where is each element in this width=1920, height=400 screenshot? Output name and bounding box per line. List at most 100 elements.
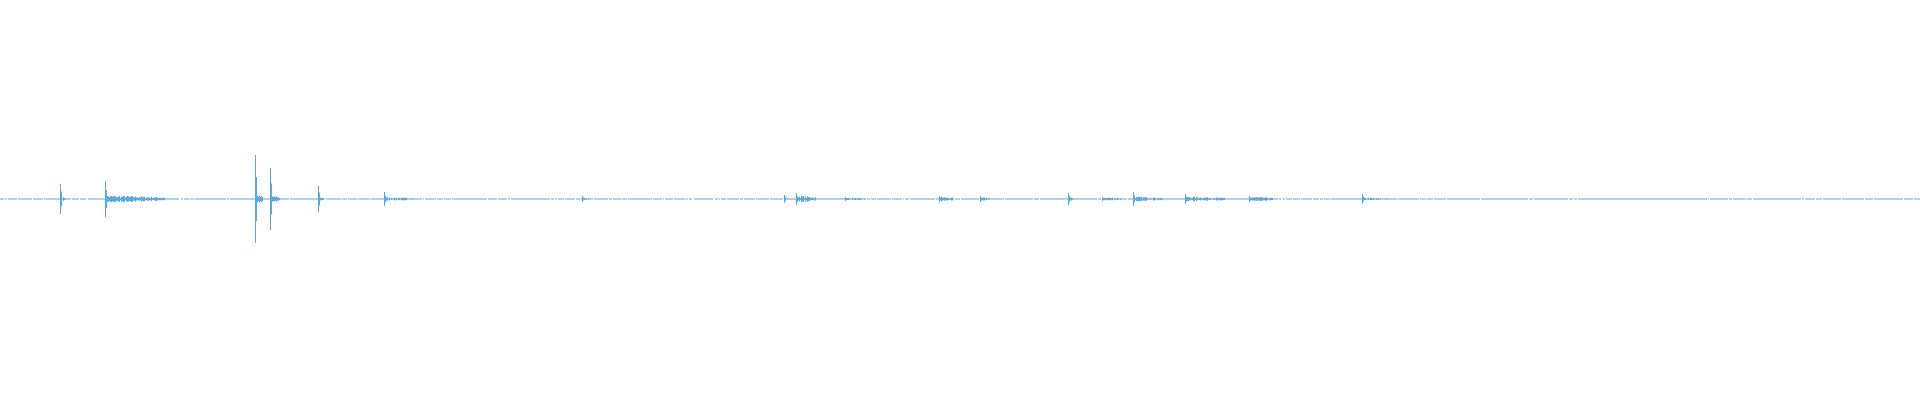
waveform-sample xyxy=(148,197,149,201)
waveform-sample xyxy=(1151,198,1152,200)
waveform-sample xyxy=(163,197,164,201)
waveform-sample xyxy=(625,198,626,200)
waveform-sample xyxy=(1904,198,1905,200)
waveform-sample xyxy=(1849,198,1850,200)
waveform-sample xyxy=(990,198,991,200)
waveform-sample xyxy=(105,181,106,217)
waveform-sample xyxy=(161,197,162,201)
waveform-sample xyxy=(69,198,70,200)
waveform-sample xyxy=(1002,198,1003,200)
waveform-sample xyxy=(801,195,802,203)
waveform-sample xyxy=(629,198,630,200)
waveform-sample xyxy=(1228,198,1229,200)
waveform-sample xyxy=(1501,198,1502,200)
waveform-sample xyxy=(395,198,396,200)
waveform-sample xyxy=(1304,198,1305,200)
waveform-sample xyxy=(1479,198,1480,200)
waveform-sample xyxy=(591,198,592,200)
waveform-sample xyxy=(549,198,550,200)
waveform-sample xyxy=(296,198,297,200)
waveform-sample xyxy=(1104,197,1105,201)
waveform-sample xyxy=(1690,198,1691,200)
waveform-sample xyxy=(940,197,941,201)
waveform-sample xyxy=(538,198,539,200)
waveform-sample xyxy=(1,198,2,200)
waveform-sample xyxy=(495,198,496,200)
waveform-sample xyxy=(1828,198,1829,200)
waveform-sample xyxy=(1201,198,1202,200)
waveform-sample xyxy=(262,196,263,202)
waveform-sample xyxy=(342,198,343,200)
waveform-sample xyxy=(465,198,466,200)
waveform-sample xyxy=(476,198,477,200)
waveform-sample xyxy=(804,197,805,201)
waveform-sample xyxy=(1136,196,1137,202)
waveform-sample xyxy=(508,198,509,200)
waveform-sample xyxy=(1536,198,1537,200)
waveform-sample xyxy=(1837,198,1838,200)
waveform-sample xyxy=(233,198,234,200)
waveform-sample xyxy=(513,198,514,200)
waveform-sample xyxy=(155,197,156,201)
waveform-sample xyxy=(752,198,753,200)
waveform-sample xyxy=(1120,198,1121,200)
waveform-sample xyxy=(91,198,92,200)
waveform-sample xyxy=(1106,197,1107,201)
waveform-sample xyxy=(735,198,736,200)
waveform-sample xyxy=(1237,198,1238,200)
waveform-sample xyxy=(1554,198,1555,200)
waveform-sample xyxy=(640,198,641,200)
waveform-sample xyxy=(1781,198,1782,200)
waveform-sample xyxy=(749,198,750,200)
waveform-sample xyxy=(1759,198,1760,200)
waveform-sample xyxy=(613,198,614,200)
waveform-sample xyxy=(808,197,809,201)
waveform-sample xyxy=(215,198,216,200)
waveform-sample xyxy=(160,197,161,201)
waveform-sample xyxy=(1266,197,1267,201)
waveform-sample xyxy=(794,198,795,200)
waveform-sample xyxy=(1423,198,1424,200)
waveform-sample xyxy=(1563,198,1564,200)
waveform-sample xyxy=(1524,198,1525,200)
waveform-sample xyxy=(754,198,755,200)
waveform-sample xyxy=(1895,198,1896,200)
waveform-sample xyxy=(1686,198,1687,200)
waveform-sample xyxy=(493,198,494,200)
waveform-sample xyxy=(1050,198,1051,200)
waveform-sample xyxy=(1603,198,1604,200)
waveform-sample xyxy=(463,198,464,200)
waveform-sample xyxy=(1889,198,1890,200)
waveform-sample xyxy=(378,198,379,200)
waveform-sample xyxy=(546,198,547,200)
waveform-sample xyxy=(108,196,109,202)
waveform-sample xyxy=(620,198,621,200)
waveform-sample xyxy=(787,198,788,200)
waveform-sample xyxy=(1435,198,1436,200)
waveform-sample xyxy=(486,198,487,200)
waveform-sample xyxy=(1361,198,1362,200)
waveform-sample xyxy=(425,198,426,200)
waveform-sample xyxy=(113,196,114,202)
waveform-sample xyxy=(450,198,451,200)
waveform-sample xyxy=(1034,198,1035,200)
waveform-sample xyxy=(1887,198,1888,200)
waveform-sample xyxy=(656,198,657,200)
waveform-sample xyxy=(293,198,294,200)
waveform-sample xyxy=(1302,198,1303,200)
waveform-sample xyxy=(1081,198,1082,200)
waveform-sample xyxy=(1177,198,1178,200)
waveform-sample xyxy=(1860,198,1861,200)
waveform-sample xyxy=(1798,198,1799,200)
waveform-sample xyxy=(121,196,122,202)
waveform-sample xyxy=(1400,198,1401,200)
waveform-sample xyxy=(286,198,287,200)
waveform-sample xyxy=(322,198,323,200)
waveform-sample xyxy=(967,198,968,200)
waveform-sample xyxy=(1456,198,1457,200)
waveform-sample xyxy=(1593,198,1594,200)
waveform-sample xyxy=(1011,198,1012,200)
waveform-sample xyxy=(1741,198,1742,200)
waveform-sample xyxy=(1608,198,1609,200)
waveform-sample xyxy=(1098,198,1099,200)
